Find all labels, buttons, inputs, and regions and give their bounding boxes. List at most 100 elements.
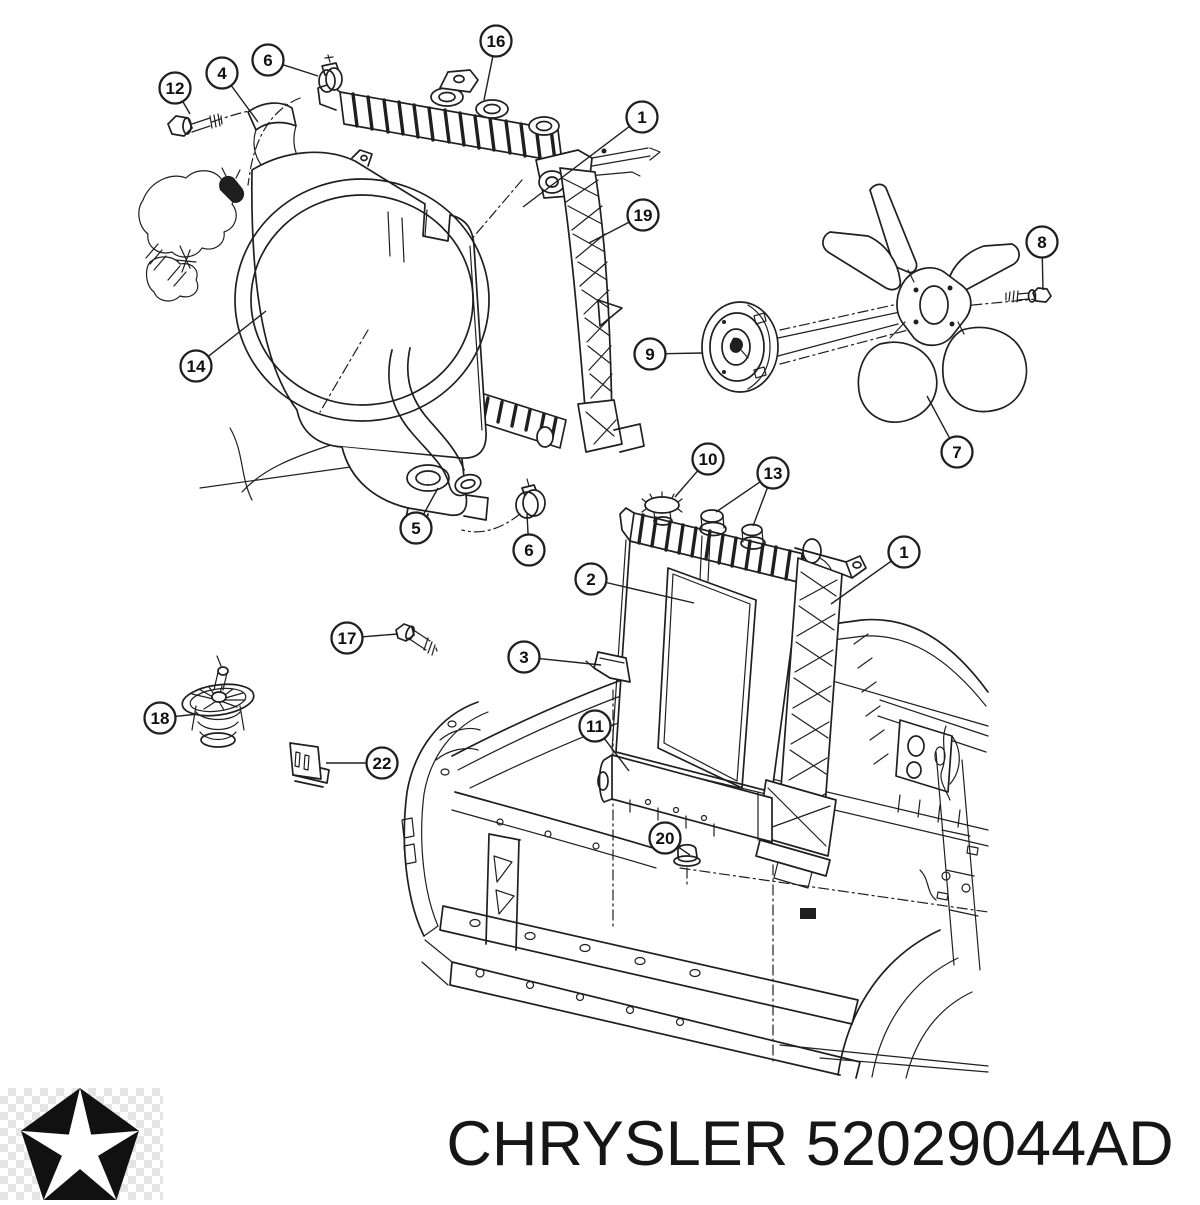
callout-leader [665,352,703,355]
callout-leader [282,64,319,77]
callout-leader [752,487,769,527]
callout-ring [143,701,177,735]
callout-20: 20 [648,821,691,856]
callout-1: 1 [830,535,921,605]
callout-leader [830,560,892,605]
callout-leader [715,481,761,513]
callout-leader [588,221,630,244]
callout-ring [578,709,612,743]
fan-bolt [1005,287,1052,303]
callout-ring [512,533,546,567]
callout-number: 4 [217,64,227,83]
callout-number: 18 [151,709,170,728]
callout-ring [179,349,213,383]
callout-ring [479,24,513,58]
callout-leader [522,125,631,208]
callout-leader [926,395,951,439]
hose-clamp-upper [318,54,343,93]
callout-number: 1 [637,108,646,127]
callout-ring [756,456,790,490]
callout-7: 7 [926,395,974,469]
screw [395,623,438,656]
callout-number: 6 [263,51,272,70]
thermostat [181,655,255,748]
radiator-side-member [755,547,867,889]
callout-14: 14 [179,310,267,383]
callout-ring [691,442,725,476]
mount-grommet [673,843,701,887]
callout-ring [633,337,667,371]
callout-ring [205,56,239,90]
callout-ring [507,640,541,674]
fan-shroud [234,149,490,533]
callout-ring [1025,225,1059,259]
callout-leader [1041,257,1044,291]
callout-number: 12 [166,79,185,98]
hose-clamp-lower [515,478,546,519]
callout-ring [940,435,974,469]
radiator-crossmember [597,754,773,843]
callout-number: 2 [586,570,595,589]
callout-leader [674,470,699,498]
callout-ring [887,535,921,569]
callout-2: 2 [574,562,695,604]
callout-ring [399,511,433,545]
callout-number: 20 [656,829,675,848]
callout-number: 6 [524,541,533,560]
callout-10: 10 [674,442,725,498]
callout-19: 19 [588,198,660,244]
callout-leader [362,633,399,638]
callout-ring [251,43,285,77]
callout-leader [207,310,267,357]
callout-11: 11 [578,709,630,772]
callout-3: 3 [507,640,602,674]
part-title: CHRYSLER 52029044AD [446,1109,1174,1179]
callout-9: 9 [633,337,703,371]
radiator-assembly-upper [317,69,661,453]
radiator-assembly-front [585,491,867,889]
callout-1: 1 [522,100,659,208]
callout-17: 17 [330,621,399,655]
callout-18: 18 [143,701,199,735]
callout-number: 13 [764,464,783,483]
callout-16: 16 [479,24,513,101]
callout-8: 8 [1025,225,1059,291]
callout-leader [182,101,191,115]
callout-leader [603,737,630,772]
fan-blade [822,183,1028,423]
callout-leader [539,657,602,666]
engine-outline [138,167,459,501]
callout-22: 22 [326,746,399,780]
callout-12: 12 [158,71,192,115]
fan-clutch [701,301,779,393]
callout-number: 10 [699,450,718,469]
callout-leader [422,487,439,515]
callout-leader [483,56,494,101]
callout-leader [230,85,259,123]
callout-leader [526,513,529,535]
callout-6: 6 [512,513,546,567]
callout-leader [605,581,695,604]
callout-number: 8 [1037,233,1046,252]
callout-13: 13 [715,456,790,527]
callout-number: 11 [586,717,604,736]
callout-number: 16 [487,32,506,51]
bracket [289,742,330,788]
callout-number: 5 [411,519,420,538]
radiator-fittings [699,509,766,550]
callout-ring [626,198,660,232]
radiator-cap [641,491,683,526]
callout-ring [365,746,399,780]
callout-number: 1 [899,543,908,562]
callout-number: 3 [519,648,528,667]
callout-ring [158,71,192,105]
callout-5: 5 [399,487,439,545]
callout-number: 7 [952,443,961,462]
callout-ring [330,621,364,655]
callout-leader [175,713,199,718]
callout-number: 17 [338,629,357,648]
callout-number: 19 [634,206,653,225]
